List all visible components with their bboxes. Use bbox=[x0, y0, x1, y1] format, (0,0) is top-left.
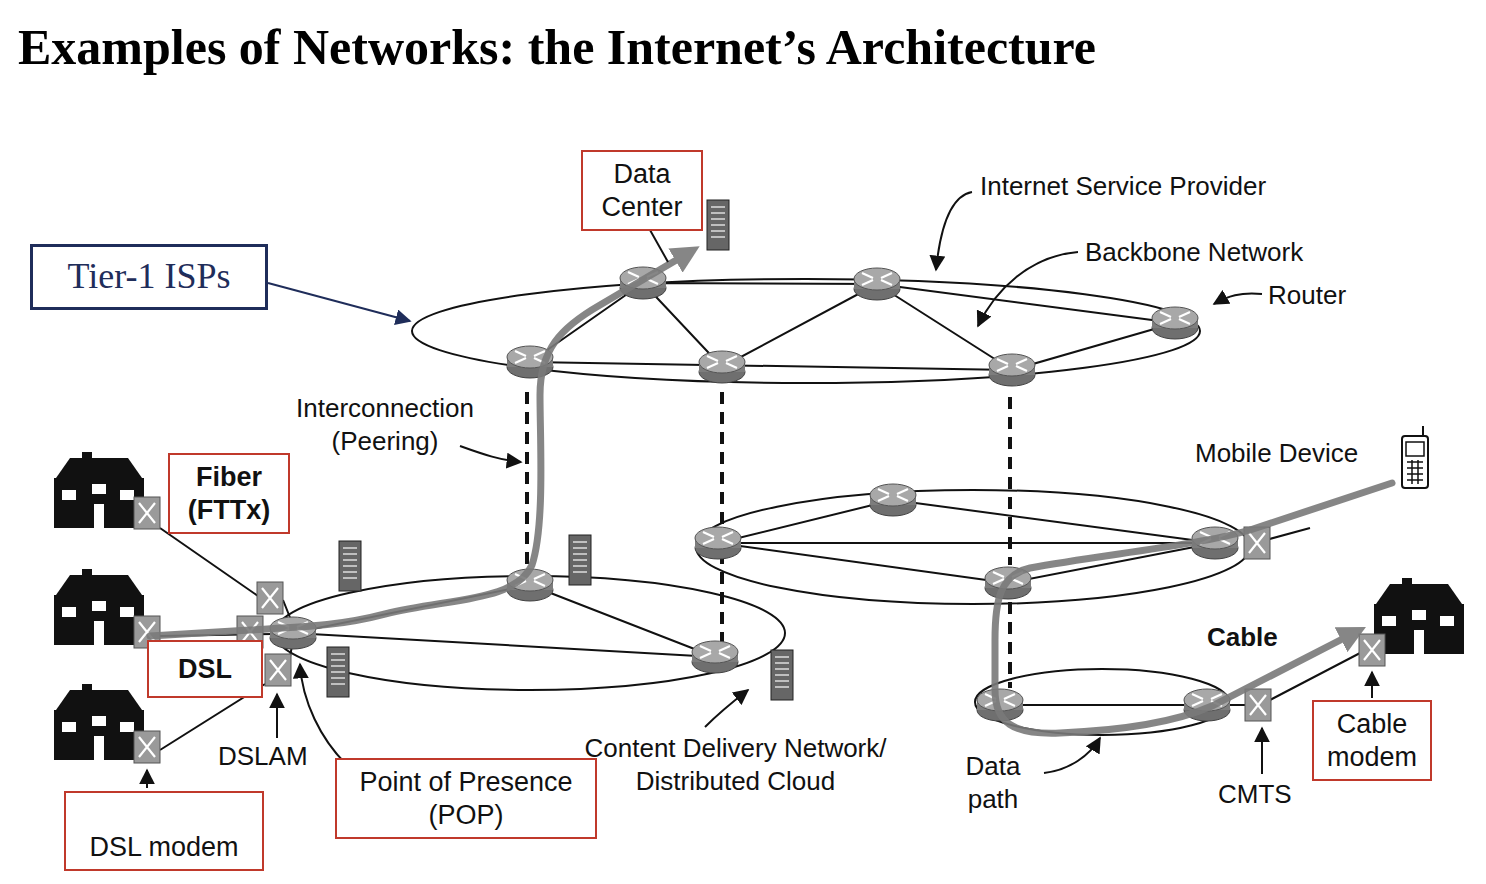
isp-label: Internet Service Provider bbox=[980, 170, 1266, 203]
dslam-label: DSLAM bbox=[218, 740, 308, 773]
node-label: Fiber (FTTx) bbox=[178, 461, 280, 526]
node-label: Data Center bbox=[591, 158, 693, 223]
cmts-label: CMTS bbox=[1218, 778, 1292, 811]
access-type-label: Cable bbox=[1207, 621, 1278, 654]
node-label: Point of Presence (POP) bbox=[345, 766, 587, 831]
dsl-modem-box: DSL modem bbox=[64, 791, 264, 871]
fiber-box: Fiber (FTTx) bbox=[168, 453, 290, 534]
node-label: Cable modem bbox=[1322, 708, 1422, 773]
node-label: DSL bbox=[178, 653, 232, 685]
data-path-label: Data path bbox=[955, 750, 1031, 815]
device-label: Mobile Device bbox=[1195, 437, 1358, 470]
pop-box: Point of Presence (POP) bbox=[335, 758, 597, 839]
router-label: Router bbox=[1268, 279, 1346, 312]
cdn-label: Content Delivery Network/ Distributed Cl… bbox=[548, 732, 923, 797]
node-label: Tier-1 ISPs bbox=[67, 255, 230, 298]
peering-label: Interconnection (Peering) bbox=[270, 392, 500, 457]
slide-title: Examples of Networks: the Internet’s Arc… bbox=[18, 18, 1096, 76]
node-label: DSL modem bbox=[89, 831, 238, 863]
tier1-callout-box: Tier-1 ISPs bbox=[30, 244, 268, 310]
data-center-box: Data Center bbox=[581, 150, 703, 231]
dsl-box: DSL bbox=[147, 640, 263, 698]
cable-modem-box: Cable modem bbox=[1312, 700, 1432, 781]
backbone-label: Backbone Network bbox=[1085, 236, 1303, 269]
